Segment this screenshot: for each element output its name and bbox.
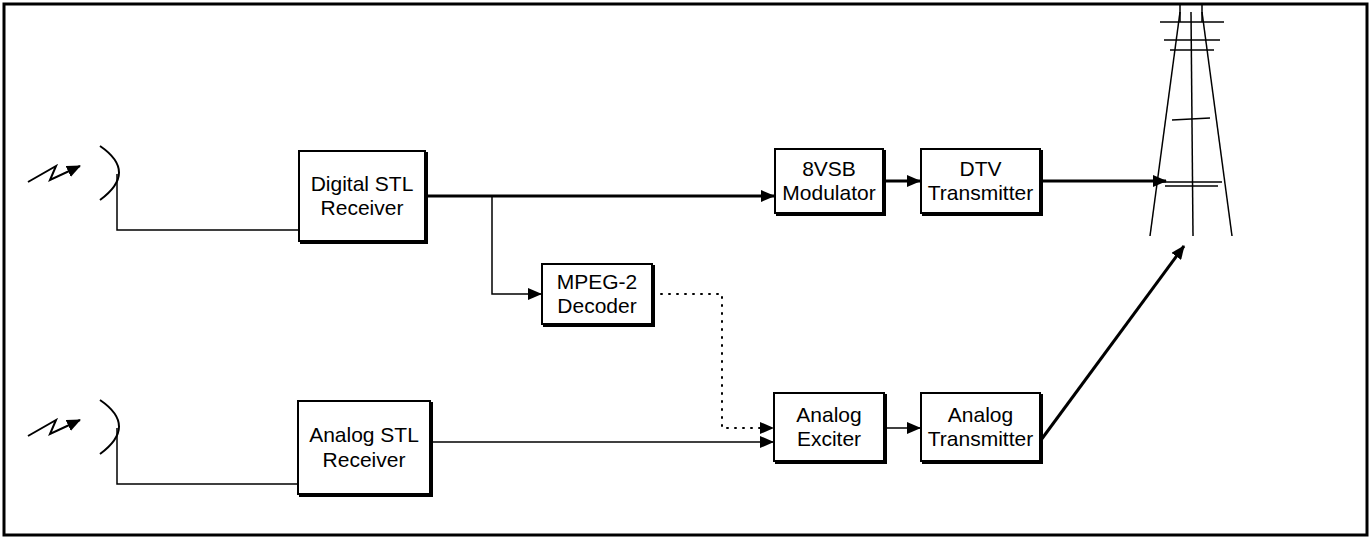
box-label: 8VSB Modulator — [782, 157, 876, 205]
feed-arrow — [1041, 180, 1166, 183]
box-label: Analog STL Receiver — [305, 423, 423, 471]
signal-arrow — [431, 441, 773, 443]
frame — [4, 4, 1367, 535]
process-box: DTV Transmitter — [920, 148, 1041, 214]
box-label: DTV Transmitter — [928, 157, 1033, 205]
signal-arrow — [653, 294, 773, 428]
signal-bolt — [28, 166, 80, 182]
process-box: 8VSB Modulator — [774, 148, 884, 214]
signal-arrow — [885, 427, 920, 429]
dish-antenna — [100, 146, 119, 200]
transmitter-tower — [1150, 5, 1232, 236]
process-box: MPEG-2 Decoder — [541, 263, 653, 325]
box-label: Analog Transmitter — [928, 403, 1033, 451]
process-box: Analog STL Receiver — [297, 400, 431, 495]
process-box: Analog Exciter — [773, 392, 885, 462]
process-box: Digital STL Receiver — [298, 150, 426, 242]
box-label: Analog Exciter — [781, 403, 877, 451]
signal-bolt — [28, 420, 80, 436]
dish-antenna — [100, 400, 119, 454]
feed-wire — [117, 428, 297, 484]
feed-arrow — [1041, 246, 1184, 440]
box-label: Digital STL Receiver — [306, 172, 418, 220]
signal-arrow — [426, 196, 541, 294]
signal-arrow — [884, 180, 920, 183]
process-box: Analog Transmitter — [920, 392, 1041, 462]
box-label: MPEG-2 Decoder — [549, 270, 645, 318]
feed-wire — [117, 174, 298, 230]
